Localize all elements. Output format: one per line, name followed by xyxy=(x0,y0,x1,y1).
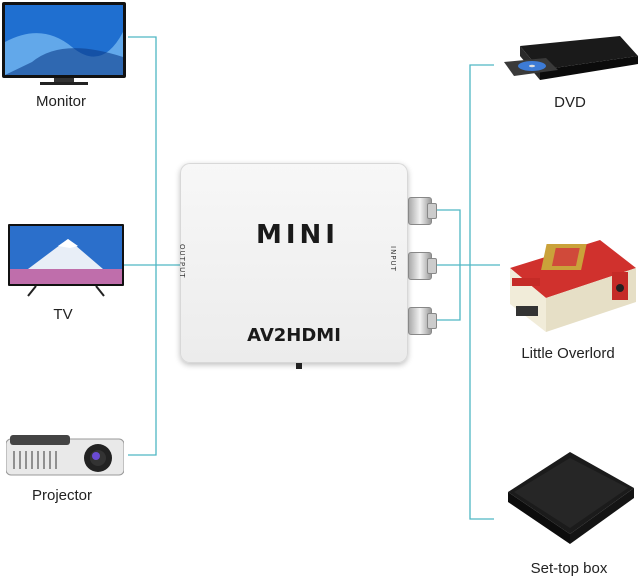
power-port xyxy=(296,363,302,369)
brand-text: MINI xyxy=(256,220,339,250)
projector-icon xyxy=(5,435,125,476)
tv-icon xyxy=(8,224,124,297)
model-text: AV2HDMI xyxy=(247,325,341,346)
set-top-box-icon xyxy=(508,452,634,544)
input-port-label: INPUT xyxy=(389,246,397,272)
rca-jack-top xyxy=(408,197,437,225)
output-port-label: OUTPUT xyxy=(178,244,186,279)
tv-device xyxy=(8,224,124,298)
set-top-box-device xyxy=(500,448,636,548)
input-bus-line xyxy=(469,64,494,520)
monitor-icon xyxy=(2,2,126,85)
av2hdmi-converter xyxy=(180,163,408,363)
game-console-device xyxy=(500,228,636,336)
rca-jack-middle xyxy=(408,252,437,280)
projector-device xyxy=(5,433,125,479)
projector-label: Projector xyxy=(31,487,93,504)
tv-label: TV xyxy=(53,306,73,323)
monitor-label: Monitor xyxy=(35,93,87,110)
game-console-label: Little Overlord xyxy=(521,345,615,362)
game-console-icon xyxy=(510,240,636,332)
set-top-box-label: Set-top box xyxy=(530,560,608,577)
dvd-label: DVD xyxy=(554,94,586,111)
rca-jack-bottom xyxy=(408,307,437,335)
monitor-device xyxy=(2,2,126,86)
output-bus-line xyxy=(128,36,157,456)
dvd-device xyxy=(500,36,638,84)
dvd-player-icon xyxy=(504,36,638,80)
